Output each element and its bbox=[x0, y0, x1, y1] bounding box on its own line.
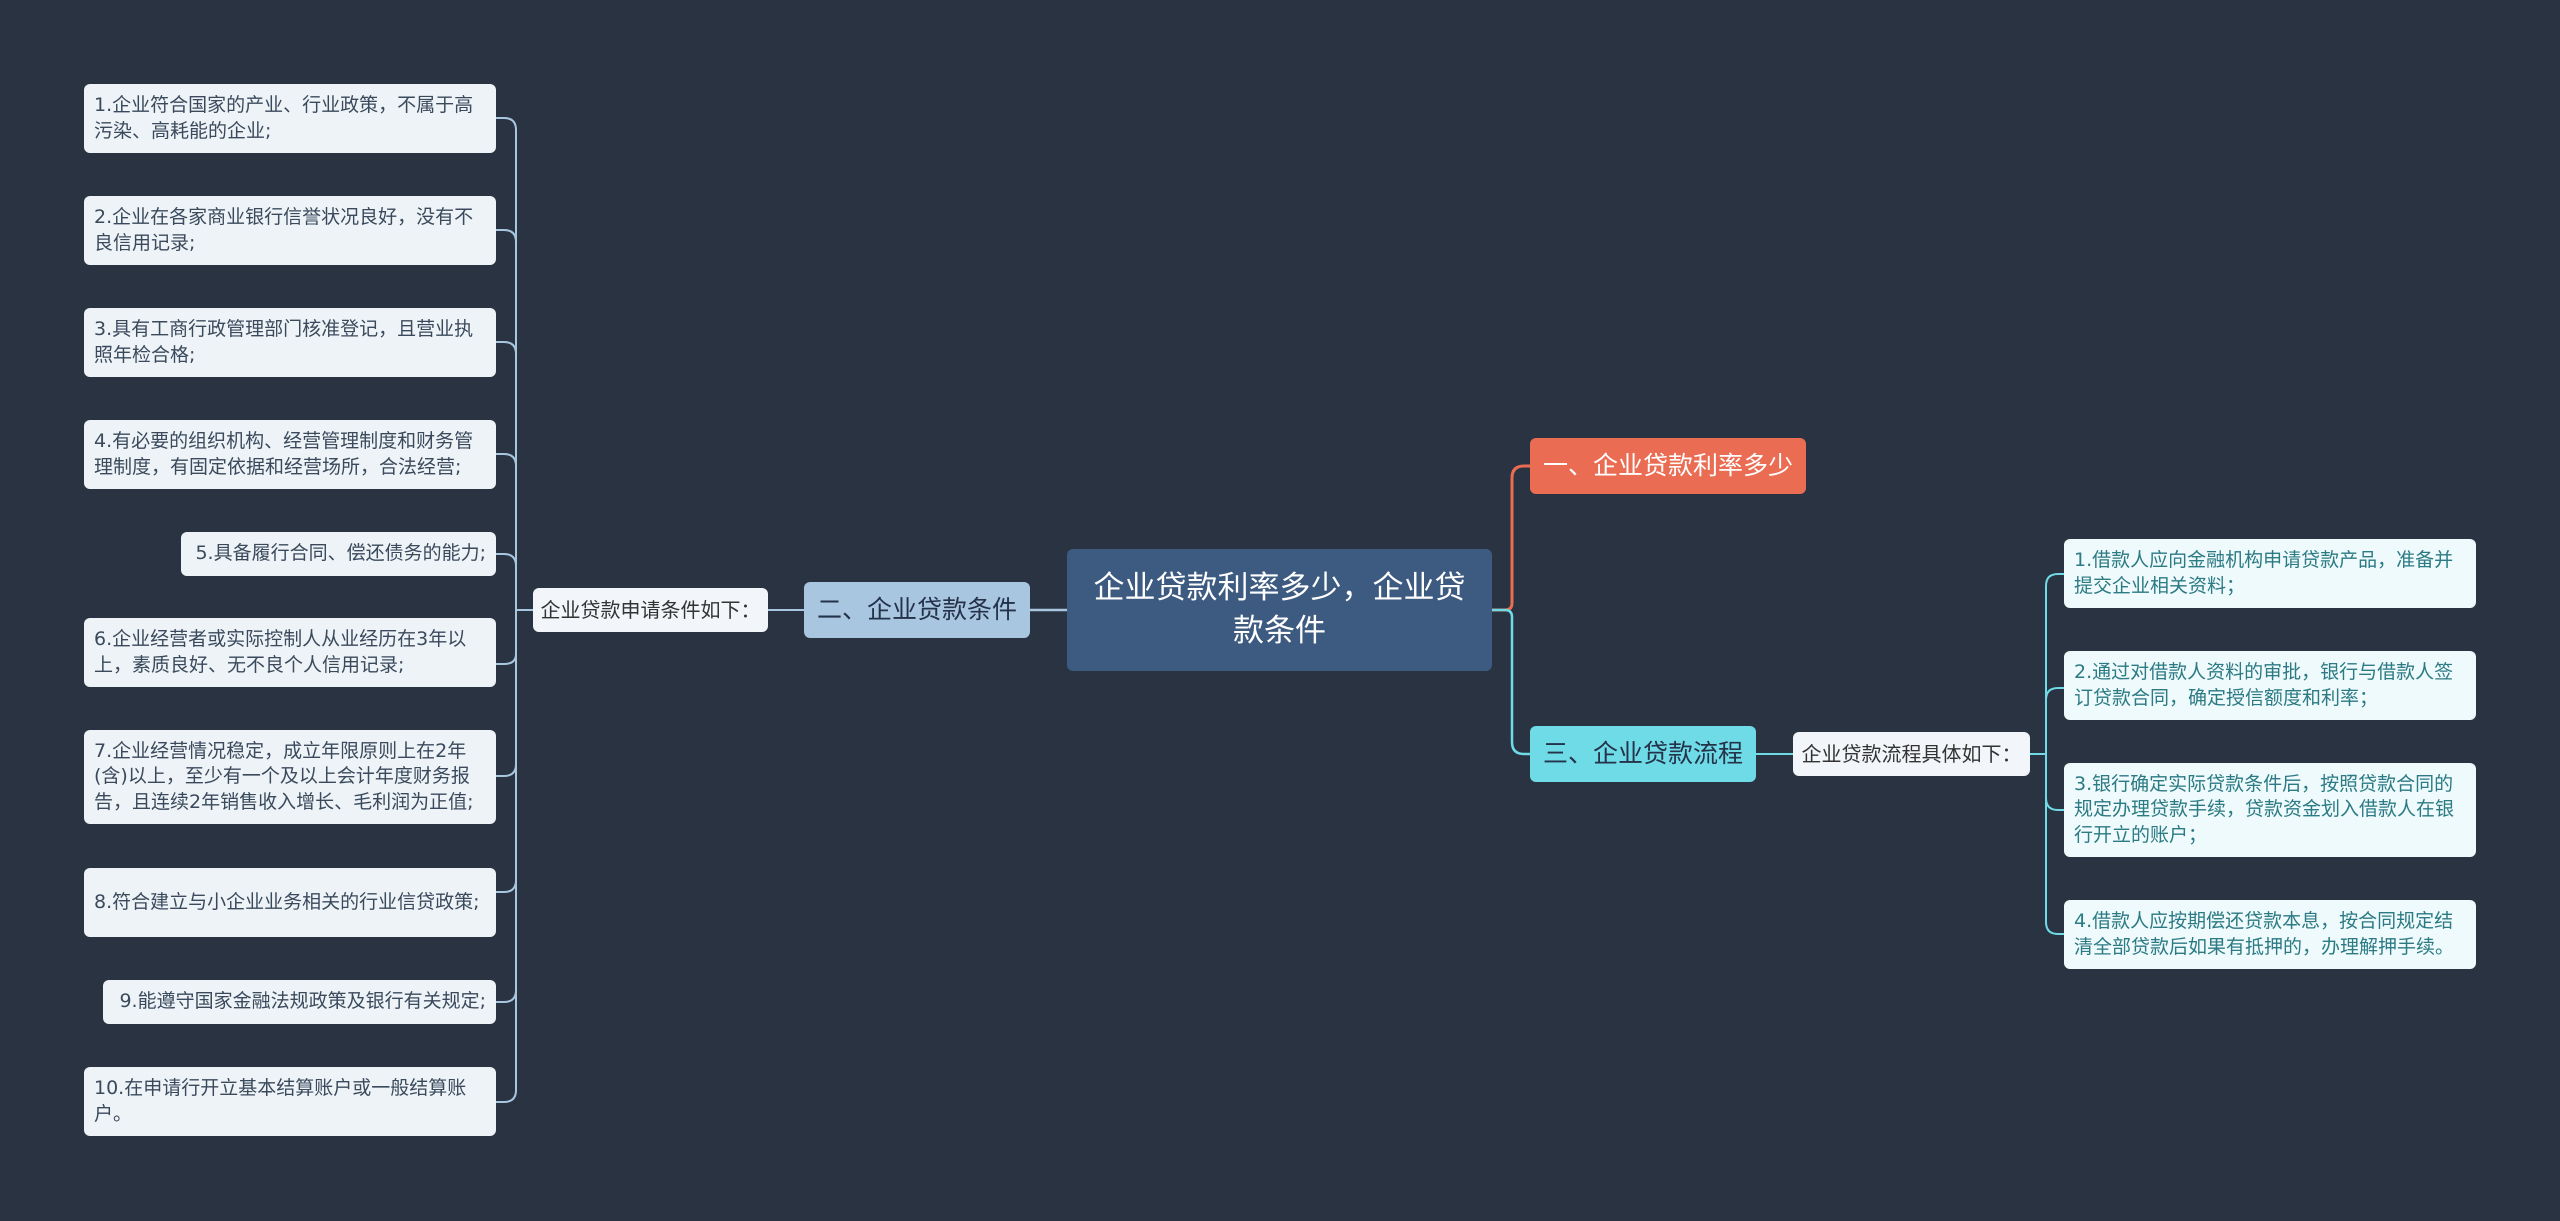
process-item-text: 2.通过对借款人资料的审批，银行与借款人签订贷款合同，确定授信额度和利率； bbox=[2074, 660, 2454, 709]
conditions-sub-topic[interactable]: 企业贷款申请条件如下： bbox=[533, 588, 768, 632]
condition-item-text: 6.企业经营者或实际控制人从业经历在3年以上，素质良好、无不良个人信用记录; bbox=[94, 627, 467, 676]
condition-item[interactable]: 10.在申请行开立基本结算账户或一般结算账户。 bbox=[84, 1067, 496, 1136]
process-item[interactable]: 4.借款人应按期偿还贷款本息，按合同规定结清全部贷款后如果有抵押的，办理解押手续… bbox=[2064, 900, 2476, 969]
condition-item[interactable]: 1.企业符合国家的产业、行业政策，不属于高污染、高耗能的企业; bbox=[84, 84, 496, 153]
condition-item-text: 10.在申请行开立基本结算账户或一般结算账户。 bbox=[94, 1076, 467, 1125]
conditions-sub-label: 企业贷款申请条件如下： bbox=[540, 597, 761, 622]
branch-conditions[interactable]: 二、企业贷款条件 bbox=[804, 582, 1030, 638]
condition-item-text: 4.有必要的组织机构、经营管理制度和财务管理制度，有固定依据和经营场所，合法经营… bbox=[94, 429, 474, 478]
condition-item[interactable]: 9.能遵守国家金融法规政策及银行有关规定; bbox=[103, 980, 496, 1024]
condition-item-text: 9.能遵守国家金融法规政策及银行有关规定; bbox=[119, 990, 486, 1013]
condition-item[interactable]: 8.符合建立与小企业业务相关的行业信贷政策; bbox=[84, 868, 496, 937]
condition-item[interactable]: 7.企业经营情况稳定，成立年限原则上在2年(含)以上，至少有一个及以上会计年度财… bbox=[84, 730, 496, 824]
root-topic[interactable]: 企业贷款利率多少，企业贷款条件 bbox=[1067, 549, 1492, 671]
condition-item-text: 5.具备履行合同、偿还债务的能力; bbox=[195, 542, 486, 565]
process-item-text: 1.借款人应向金融机构申请贷款产品，准备并提交企业相关资料； bbox=[2074, 548, 2454, 597]
condition-item-text: 3.具有工商行政管理部门核准登记，且营业执照年检合格; bbox=[94, 317, 474, 366]
condition-item-text: 7.企业经营情况稳定，成立年限原则上在2年(含)以上，至少有一个及以上会计年度财… bbox=[94, 739, 474, 813]
condition-item-text: 2.企业在各家商业银行信誉状况良好，没有不良信用记录; bbox=[94, 205, 474, 254]
condition-item[interactable]: 3.具有工商行政管理部门核准登记，且营业执照年检合格; bbox=[84, 308, 496, 377]
process-item[interactable]: 1.借款人应向金融机构申请贷款产品，准备并提交企业相关资料； bbox=[2064, 539, 2476, 608]
condition-item[interactable]: 6.企业经营者或实际控制人从业经历在3年以上，素质良好、无不良个人信用记录; bbox=[84, 618, 496, 687]
condition-item-text: 1.企业符合国家的产业、行业政策，不属于高污染、高耗能的企业; bbox=[94, 93, 474, 142]
branch-process-label: 三、企业贷款流程 bbox=[1542, 739, 1743, 769]
condition-item[interactable]: 2.企业在各家商业银行信誉状况良好，没有不良信用记录; bbox=[84, 196, 496, 265]
process-item-text: 4.借款人应按期偿还贷款本息，按合同规定结清全部贷款后如果有抵押的，办理解押手续… bbox=[2074, 909, 2455, 958]
process-sub-label: 企业贷款流程具体如下： bbox=[1801, 741, 2022, 766]
links-process-leaves bbox=[2030, 573, 2064, 935]
links-condition-leaves bbox=[496, 117, 533, 1103]
condition-item[interactable]: 4.有必要的组织机构、经营管理制度和财务管理制度，有固定依据和经营场所，合法经营… bbox=[84, 420, 496, 489]
link-root-process bbox=[1492, 608, 1530, 756]
process-sub-topic[interactable]: 企业贷款流程具体如下： bbox=[1793, 732, 2030, 776]
process-item[interactable]: 3.银行确定实际贷款条件后，按照贷款合同的规定办理贷款手续，贷款资金划入借款人在… bbox=[2064, 763, 2476, 857]
condition-item[interactable]: 5.具备履行合同、偿还债务的能力; bbox=[181, 532, 496, 576]
branch-process[interactable]: 三、企业贷款流程 bbox=[1530, 726, 1756, 782]
root-title: 企业贷款利率多少，企业贷款条件 bbox=[1093, 569, 1466, 649]
link-root-rate bbox=[1492, 464, 1530, 612]
condition-item-text: 8.符合建立与小企业业务相关的行业信贷政策; bbox=[94, 890, 480, 913]
process-item-text: 3.银行确定实际贷款条件后，按照贷款合同的规定办理贷款手续，贷款资金划入借款人在… bbox=[2074, 772, 2455, 846]
branch-rate-label: 一、企业贷款利率多少 bbox=[1542, 451, 1793, 481]
process-item[interactable]: 2.通过对借款人资料的审批，银行与借款人签订贷款合同，确定授信额度和利率； bbox=[2064, 651, 2476, 720]
branch-conditions-label: 二、企业贷款条件 bbox=[816, 595, 1017, 625]
branch-rate[interactable]: 一、企业贷款利率多少 bbox=[1530, 438, 1806, 494]
